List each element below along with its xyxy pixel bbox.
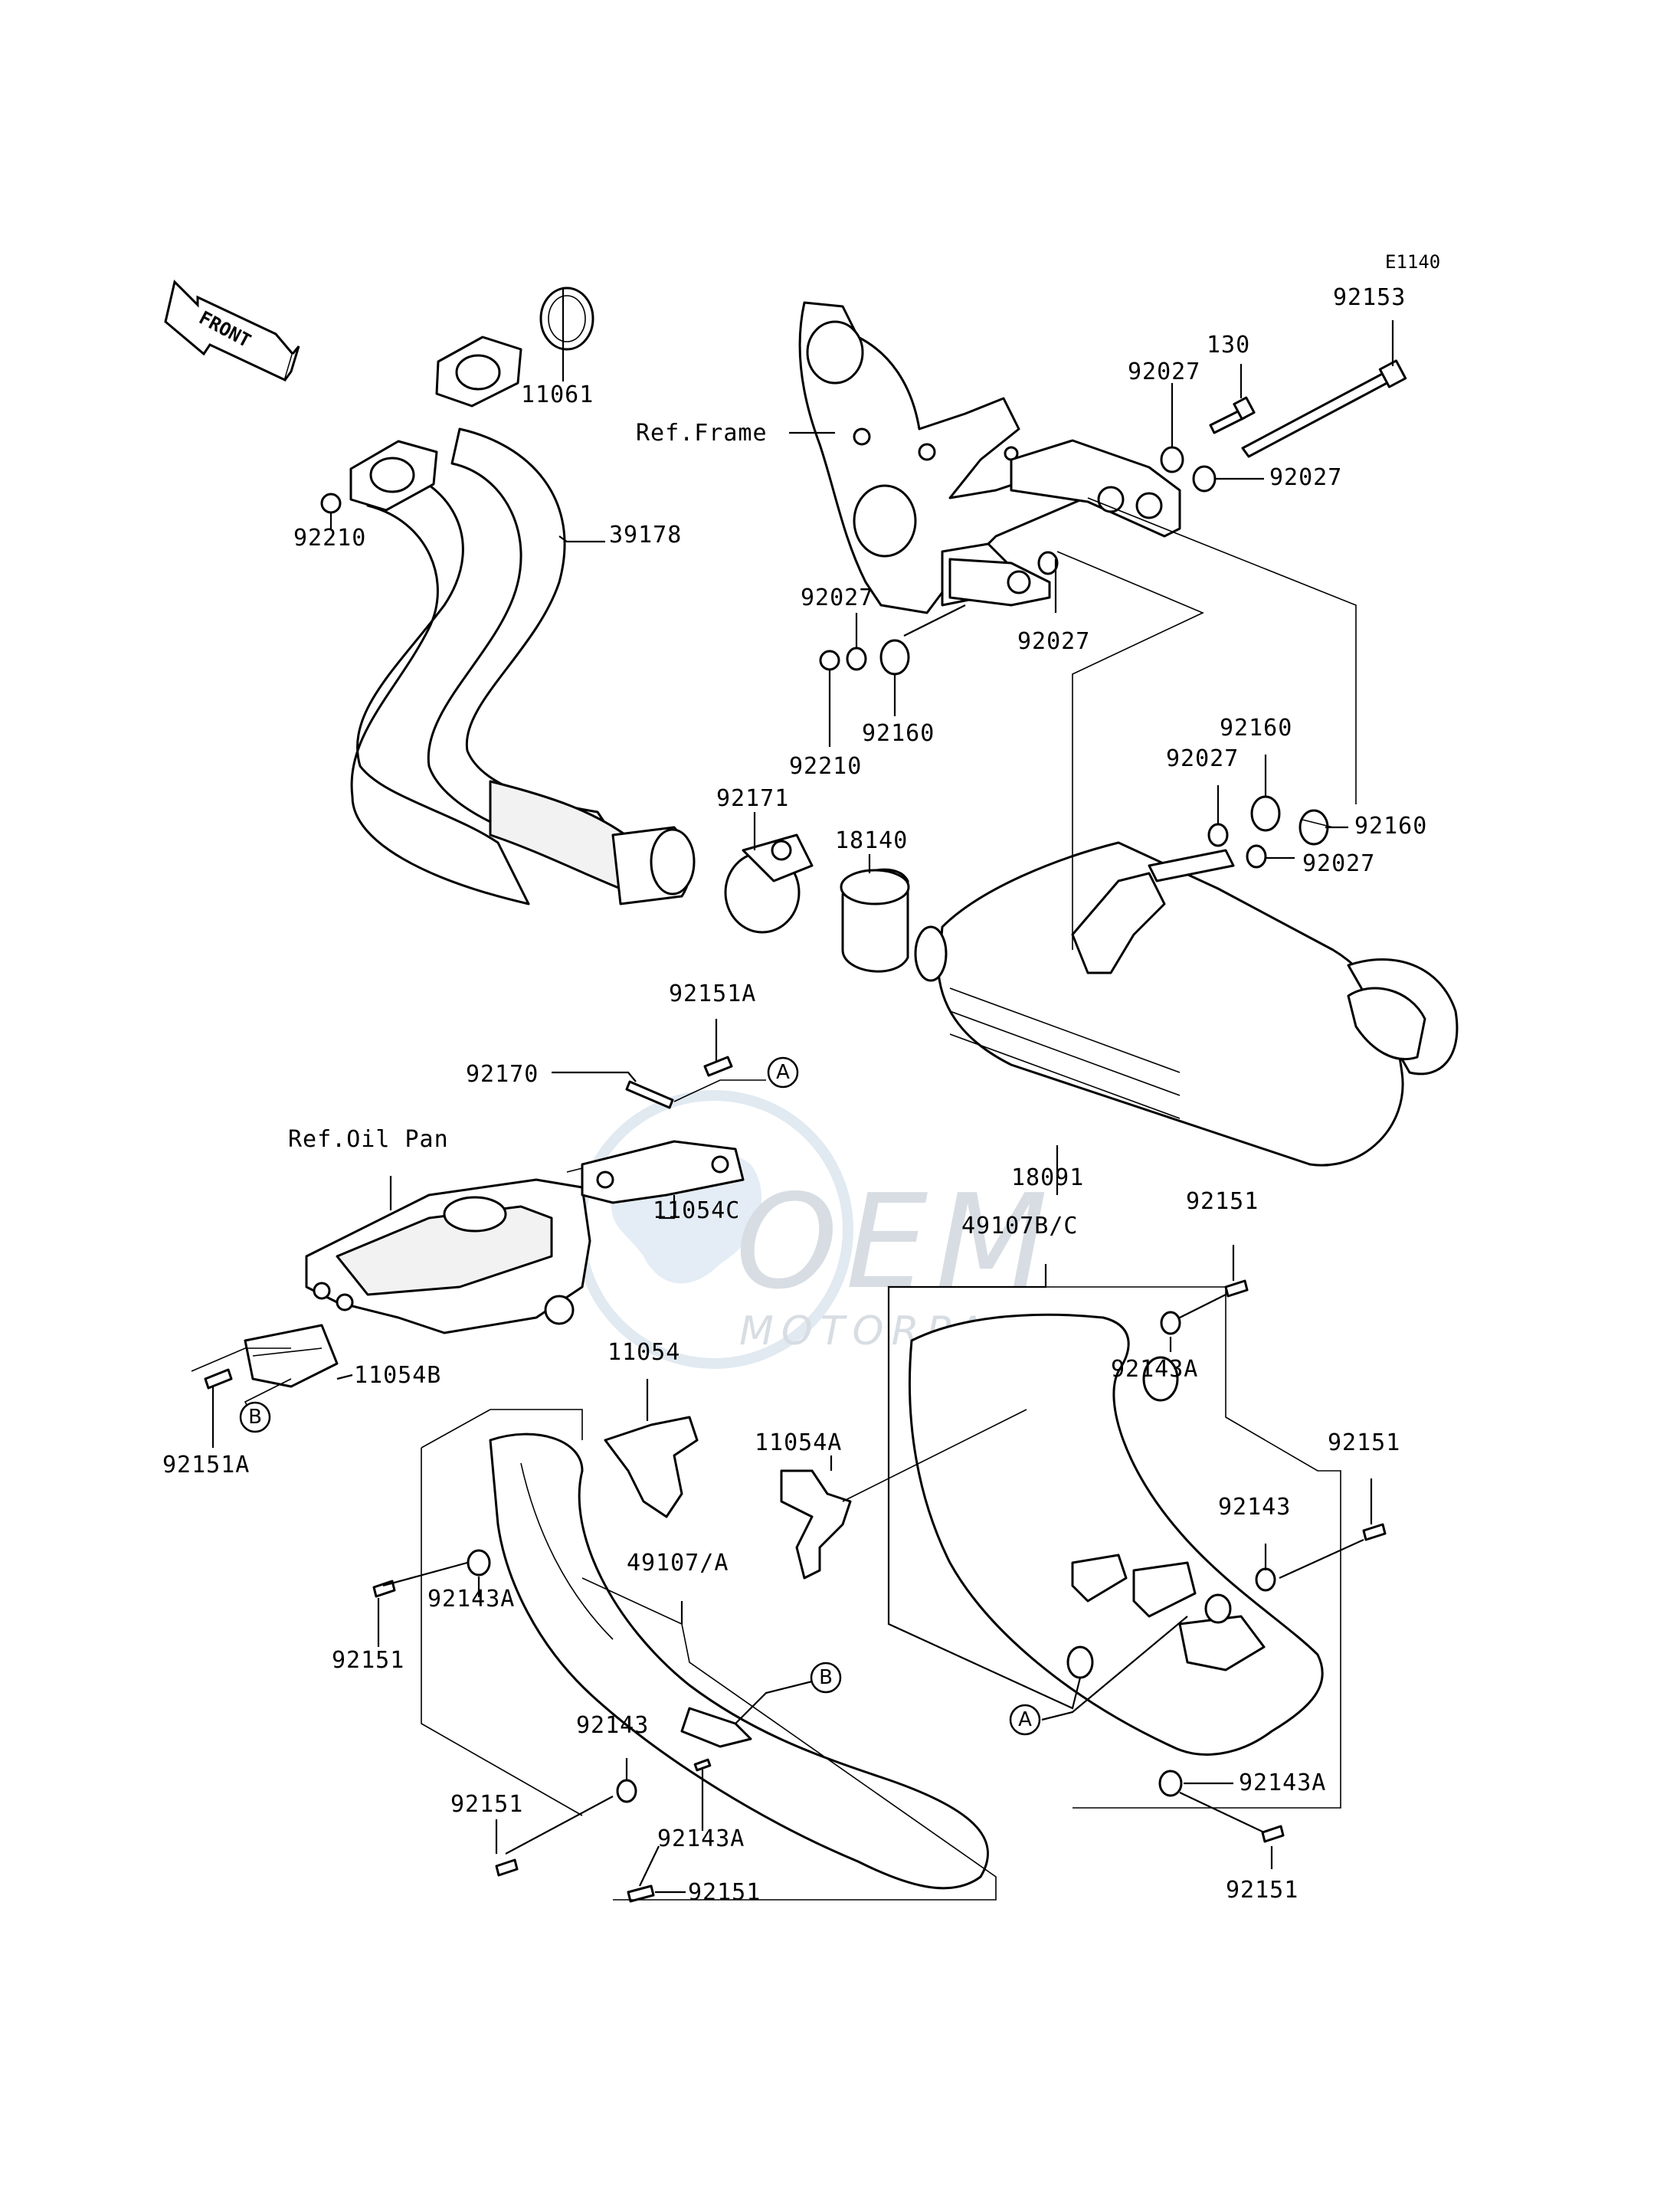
front-arrow-icon: FRONT: [164, 280, 300, 382]
svg-text:B: B: [819, 1666, 833, 1689]
label-92151-l1: 92151: [332, 1647, 404, 1674]
heat-shield-49107a: [489, 1432, 989, 1890]
clamp-92171: [724, 833, 814, 934]
label-92143a-r: 92143A: [1111, 1356, 1198, 1383]
leader-lines: [191, 286, 1394, 1901]
label-11061: 11061: [521, 381, 594, 408]
label-92027-top: 92027: [1128, 359, 1200, 385]
label-92160-right: 92160: [1354, 813, 1427, 840]
label-18140: 18140: [835, 827, 908, 854]
label-92210-top: 92210: [293, 525, 366, 552]
bolt-92151a-top: [703, 1056, 733, 1077]
label-ref-frame: Ref.Frame: [636, 420, 768, 447]
marker-a-right: A: [1009, 1704, 1041, 1736]
fasteners-lower: [372, 1279, 1387, 1903]
label-92143a-l: 92143A: [427, 1586, 515, 1613]
bolt-130: [1209, 396, 1256, 434]
label-49107bc: 49107B/C: [961, 1213, 1079, 1239]
label-92160-top: 92160: [1220, 715, 1292, 742]
label-92210-mid: 92210: [789, 753, 862, 780]
label-92151-bl: 92151: [688, 1879, 761, 1906]
muffler-18091: [914, 841, 1459, 1167]
label-92027-mid: 92027: [1017, 628, 1090, 655]
label-92153: 92153: [1333, 284, 1406, 311]
label-92160-left: 92160: [862, 720, 935, 747]
label-92151a-bottom: 92151A: [162, 1452, 250, 1478]
label-92027-left: 92027: [801, 584, 873, 611]
label-92143a-br: 92143A: [1239, 1770, 1326, 1796]
washers-92027: [846, 446, 1267, 869]
bracket-11054: [604, 1416, 699, 1518]
label-92151-r1: 92151: [1186, 1188, 1259, 1215]
label-92171: 92171: [716, 785, 789, 812]
label-92143a-bl: 92143A: [657, 1825, 745, 1852]
label-92151-r2: 92151: [1328, 1429, 1400, 1456]
bracket-11054b: [204, 1324, 339, 1390]
hanger-bolt-92153: [1241, 359, 1407, 458]
gasket-18140: [840, 868, 910, 973]
grommets-92160: [879, 639, 1329, 846]
label-92151-l2: 92151: [450, 1791, 523, 1818]
svg-text:B: B: [248, 1406, 262, 1429]
oil-pan-reference: [305, 1178, 591, 1334]
label-11054: 11054: [607, 1339, 680, 1366]
label-130: 130: [1207, 332, 1250, 359]
label-18091: 18091: [1011, 1164, 1084, 1191]
svg-text:A: A: [1018, 1708, 1032, 1731]
diagram-code: E1140: [1385, 251, 1440, 273]
label-ref-oil-pan: Ref.Oil Pan: [288, 1126, 449, 1153]
bracket-11054a: [780, 1469, 852, 1580]
label-92027-r2: 92027: [1166, 745, 1239, 772]
marker-b-left: B: [239, 1401, 271, 1433]
label-92143-r: 92143: [1218, 1494, 1291, 1521]
label-92151a-top: 92151A: [669, 981, 756, 1007]
exhaust-header-pipe: [320, 286, 696, 905]
marker-a-top: A: [767, 1056, 799, 1089]
label-92151-br: 92151: [1226, 1877, 1298, 1904]
heat-shield-49107bc: [908, 1313, 1324, 1756]
label-39178: 39178: [609, 522, 682, 548]
label-11054c: 11054C: [653, 1197, 740, 1224]
nut-92210-mid: [819, 650, 840, 671]
label-92170: 92170: [466, 1061, 539, 1088]
svg-text:A: A: [776, 1061, 790, 1084]
label-92143-l: 92143: [576, 1712, 649, 1739]
pin-92170: [625, 1080, 674, 1109]
bracket-11054c: [581, 1140, 745, 1204]
label-92027-r3: 92027: [1302, 850, 1375, 877]
label-49107a: 49107/A: [627, 1550, 729, 1577]
label-11054a: 11054A: [755, 1429, 842, 1456]
label-11054b: 11054B: [354, 1362, 441, 1389]
watermark-brand: OEM: [735, 1167, 1056, 1318]
label-92027-right: 92027: [1269, 464, 1342, 491]
marker-b-lower: B: [810, 1662, 842, 1694]
frame-reference: [798, 301, 1181, 614]
